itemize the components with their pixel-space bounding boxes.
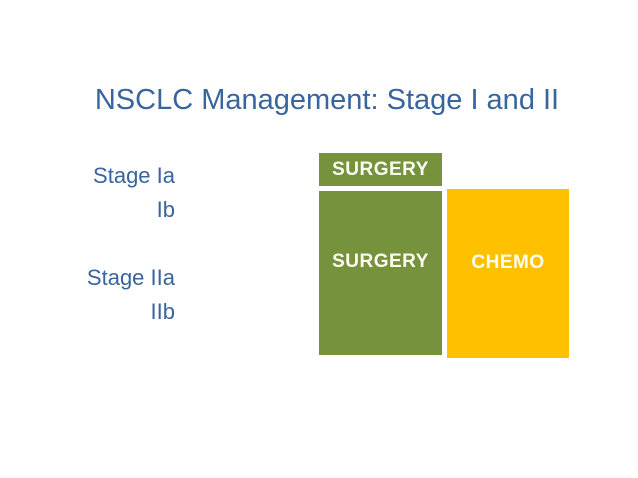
stage-labels-block: Stage Ia Ib Stage IIa IIb: [0, 159, 175, 329]
stage1-surgery-box: SURGERY: [319, 153, 442, 186]
stage2-chemo-box: CHEMO: [447, 189, 569, 358]
stage2-chemo-label: CHEMO: [471, 251, 545, 273]
stage-label-ia: Stage Ia: [93, 163, 175, 188]
stage2-surgery-label: SURGERY: [332, 251, 429, 272]
page-title: NSCLC Management: Stage I and II: [94, 84, 560, 116]
stage-label-iia: Stage IIa: [86, 265, 175, 290]
stage-label-ib: Ib: [156, 197, 175, 222]
stage-label-iib: IIb: [150, 299, 175, 324]
stage1-surgery-label: SURGERY: [332, 158, 429, 180]
stage-label-spacer: [0, 227, 175, 261]
stage2-surgery-box: SURGERY: [319, 191, 442, 355]
